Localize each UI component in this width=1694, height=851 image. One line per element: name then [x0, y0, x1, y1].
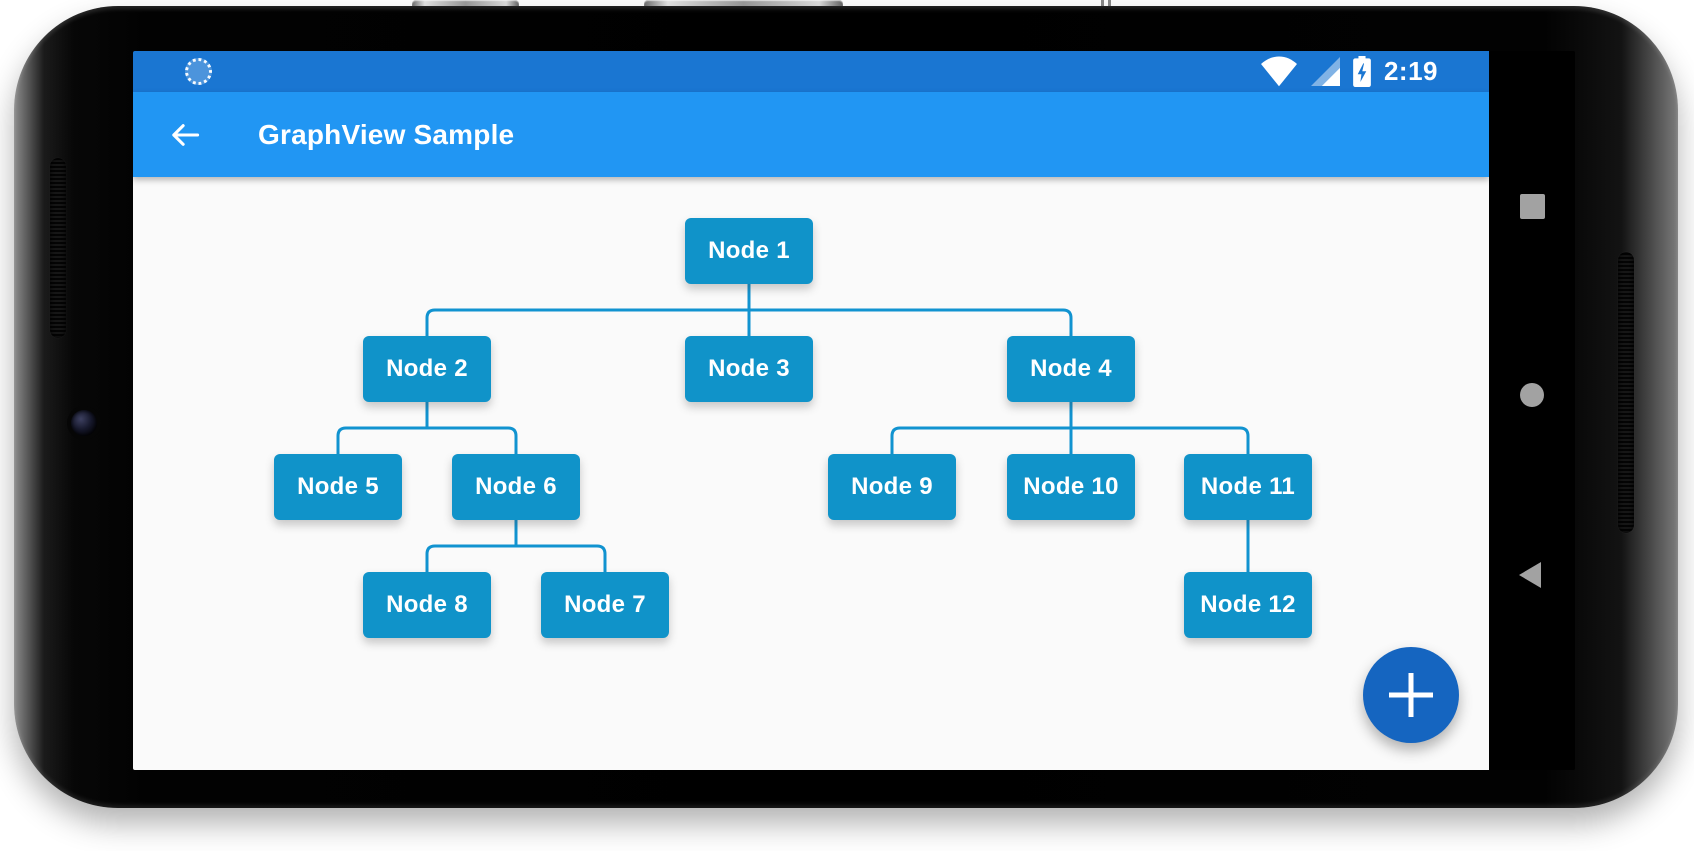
antenna-line [1101, 0, 1104, 10]
graph-node[interactable]: Node 10 [1007, 454, 1135, 520]
status-bar: 2:19 [133, 51, 1489, 92]
graph-node[interactable]: Node 3 [685, 336, 813, 402]
graph-node[interactable]: Node 7 [541, 572, 669, 638]
graph-node[interactable]: Node 9 [828, 454, 956, 520]
graph-node[interactable]: Node 12 [1184, 572, 1312, 638]
arrow-left-icon [172, 123, 200, 146]
clock: 2:19 [1383, 56, 1438, 86]
edge-group [336, 402, 518, 454]
antenna-line [1108, 0, 1111, 10]
graph-canvas: Node 1 Node 2 Node 3 Node 4 Node 5 Node 6 Node… [133, 177, 1489, 770]
edge-group [425, 284, 1073, 336]
volume-rocker [644, 0, 843, 11]
battery-charging-icon [1353, 56, 1371, 87]
app-window: 2:19 GraphView Sample Node 1 Node 2 Node 3… [133, 51, 1489, 770]
edge-group [890, 402, 1250, 454]
edge-group [425, 520, 607, 572]
app-bar: GraphView Sample [133, 92, 1489, 177]
back-nav-button[interactable] [1519, 562, 1541, 588]
graph-node[interactable]: Node 11 [1184, 454, 1312, 520]
graph-node[interactable]: Node 6 [452, 454, 580, 520]
graph-node[interactable]: Node 5 [274, 454, 402, 520]
plus-icon [1389, 673, 1433, 717]
power-button [412, 0, 519, 11]
phone-screen: 2:19 GraphView Sample Node 1 Node 2 Node 3… [133, 51, 1575, 770]
navigation-bar [1489, 51, 1575, 770]
wifi-icon [1260, 56, 1297, 87]
cell-signal-icon [1310, 57, 1340, 86]
status-icons-cluster: 2:19 [1260, 51, 1438, 92]
page-title: GraphView Sample [258, 118, 515, 150]
graph-node[interactable]: Node 4 [1007, 336, 1135, 402]
speaker-grille-right [1618, 252, 1634, 533]
home-button[interactable] [1520, 383, 1544, 407]
recents-button[interactable] [1520, 194, 1545, 219]
graph-edges [336, 284, 1250, 572]
graph-node[interactable]: Node 2 [363, 336, 491, 402]
notification-spinner-icon [185, 58, 212, 85]
back-button[interactable] [161, 92, 207, 177]
graph-node[interactable]: Node 1 [685, 218, 813, 284]
add-node-fab[interactable] [1363, 647, 1459, 743]
speaker-grille-left [50, 158, 66, 338]
front-camera [71, 410, 97, 436]
graph-node[interactable]: Node 8 [363, 572, 491, 638]
